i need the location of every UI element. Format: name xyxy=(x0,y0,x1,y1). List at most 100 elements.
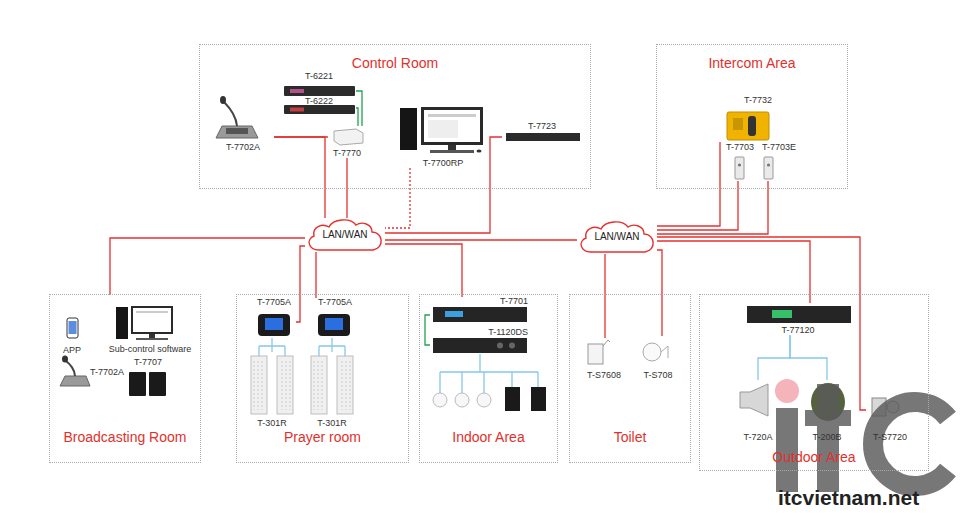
screen-bar xyxy=(428,114,476,117)
amp-knob xyxy=(497,343,503,349)
intercom-phone xyxy=(727,112,769,140)
watermark-text: itcvietnam.net xyxy=(778,487,919,508)
intercom-station xyxy=(735,157,744,179)
rack-display xyxy=(772,310,792,318)
area-box: Prayer roomT-7705AT-7705AT-301RT-301R xyxy=(237,295,408,462)
device-node: T-7701 xyxy=(430,297,530,323)
terminal-screen xyxy=(265,318,283,330)
device-node: T-7707 xyxy=(125,358,171,398)
station-button xyxy=(767,163,770,166)
device-node: Sub-control software xyxy=(102,302,198,354)
column-speaker xyxy=(337,356,353,414)
network-cable xyxy=(271,338,272,352)
device-node: T-7770 xyxy=(328,126,366,158)
network-cable xyxy=(657,181,738,230)
network-cable xyxy=(296,246,305,322)
network-cable xyxy=(385,137,502,233)
terminal-screen xyxy=(325,318,343,330)
device-node: T-7723 xyxy=(502,122,582,142)
device-node: T-720A xyxy=(732,380,784,442)
device-label: T-S7720 xyxy=(866,433,914,442)
device-label: T-7705A xyxy=(313,298,357,307)
ceiling-speaker xyxy=(455,393,469,407)
column-speaker xyxy=(311,356,327,414)
network-label: LAN/WAN xyxy=(305,230,385,240)
paging-terminal xyxy=(318,314,350,336)
pc-tower xyxy=(400,108,417,150)
speaker-bracket xyxy=(603,340,610,346)
device-label: T-7707 xyxy=(125,358,171,367)
column-speaker xyxy=(277,356,293,414)
rack-unit xyxy=(433,307,527,322)
area-box: Broadcasting RoomAPPSub-control software… xyxy=(50,295,200,462)
pc-monitor xyxy=(131,306,173,334)
mic-neck xyxy=(224,102,237,126)
intercom-station xyxy=(764,157,773,179)
device-label: T-7702A xyxy=(90,368,124,377)
network-cable xyxy=(110,238,305,295)
rack-display xyxy=(445,311,463,317)
area-title: Control Room xyxy=(200,55,590,71)
area-title: Outdoor Area xyxy=(700,449,928,465)
device-node: T-7705A xyxy=(313,298,357,338)
ceiling-speaker xyxy=(477,393,491,407)
device-label: APP xyxy=(58,346,86,355)
speaker-grille xyxy=(339,360,351,410)
area-box: Intercom AreaT-7732T-7703T-7703E xyxy=(657,45,847,188)
speaker-box xyxy=(149,372,166,396)
station-button xyxy=(738,163,741,166)
device-label: T-6222 xyxy=(282,97,356,106)
device-node: T-7702A xyxy=(212,98,274,152)
area-title: Intercom Area xyxy=(657,55,847,71)
network-cloud: LAN/WAN xyxy=(305,218,385,252)
network-cable xyxy=(657,181,768,234)
keyboard xyxy=(430,150,474,153)
network-cable xyxy=(331,338,332,352)
rack-unit xyxy=(433,338,527,353)
device-node: T-7732 xyxy=(716,96,774,142)
device-node: T-S7720 xyxy=(866,390,914,442)
network-cable xyxy=(425,315,430,345)
area-box: Outdoor AreaT-77120T-720AT-200BT-S7720 xyxy=(700,295,928,470)
device-node: T-7702A xyxy=(58,356,124,388)
rack-unit xyxy=(747,306,851,323)
phone-handset xyxy=(748,116,756,136)
network-switch xyxy=(334,129,363,145)
device-label: T-7770 xyxy=(328,149,366,158)
network-cable xyxy=(346,158,347,218)
network-cable xyxy=(758,335,790,380)
screen-bar xyxy=(136,311,168,313)
mic-head xyxy=(62,356,68,363)
area-title: Toilet xyxy=(570,429,690,445)
rack-unit xyxy=(284,105,355,114)
phone-keypad xyxy=(733,118,743,130)
phone-body xyxy=(67,318,78,338)
device-label: T-77120 xyxy=(743,326,853,335)
monitor-stand xyxy=(149,334,155,338)
device-label: T-S708 xyxy=(636,371,680,380)
network-cable xyxy=(657,241,810,303)
pc-monitor xyxy=(421,107,483,145)
rack-unit xyxy=(284,86,355,96)
device-node: APP xyxy=(58,315,86,355)
round-speaker xyxy=(643,343,661,361)
wall-speaker xyxy=(588,344,603,364)
area-title: Prayer room xyxy=(237,429,408,445)
network-cable xyxy=(790,335,827,380)
device-label: T-7700RP xyxy=(398,159,488,168)
device-label: T-7702A xyxy=(212,143,274,152)
rack-display xyxy=(290,89,304,93)
device-label: T-7732 xyxy=(744,96,772,105)
rack-display xyxy=(290,108,304,112)
device-label: T-6221 xyxy=(282,72,356,81)
device-node: T-S7608 xyxy=(582,338,626,380)
area-box: Toilet T-S7608T-S708 xyxy=(570,295,690,462)
device-node: T-6222 xyxy=(282,97,356,115)
logo-stroke xyxy=(805,410,851,426)
network-cable xyxy=(315,252,316,298)
ceiling-speaker xyxy=(433,393,447,407)
device-label: Sub-control software xyxy=(102,345,198,354)
device-label: T-301R xyxy=(308,419,356,428)
device-node: T-7705A xyxy=(252,298,296,338)
